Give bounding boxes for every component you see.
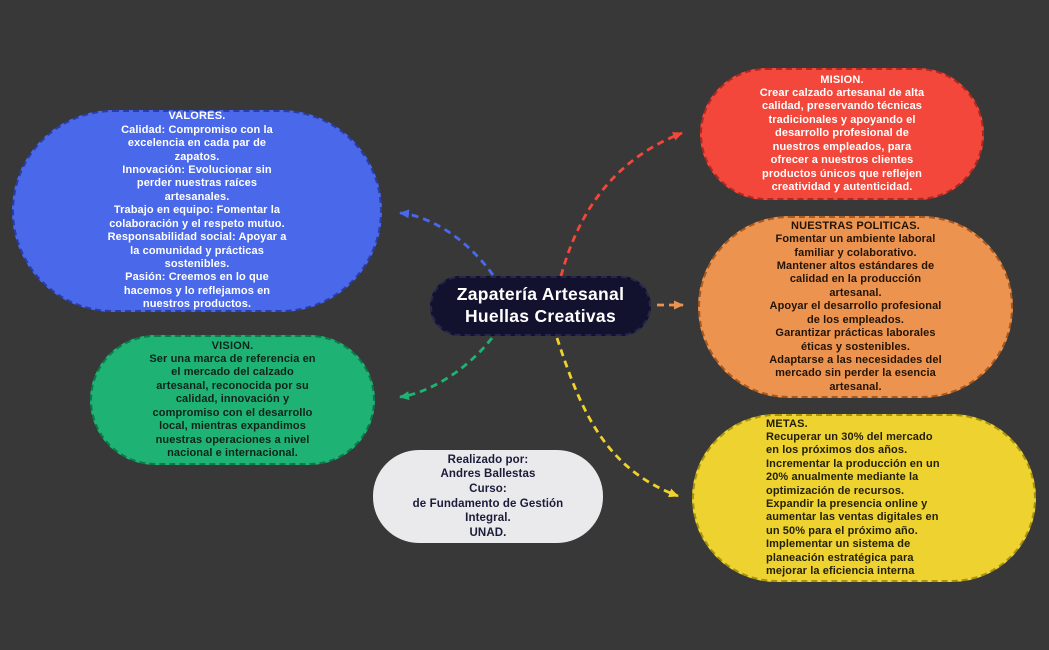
- node-vision-title: VISION.: [211, 339, 254, 352]
- node-vision-body: Ser una marca de referencia en el mercad…: [149, 353, 316, 459]
- node-valores[interactable]: VALORES. Calidad: Compromiso con la exce…: [12, 110, 382, 312]
- node-valores-body: Calidad: Compromiso con la excelencia en…: [107, 123, 287, 311]
- node-valores-title: VALORES.: [168, 110, 226, 123]
- node-metas-body: Recuperar un 30% del mercado en los próx…: [766, 430, 940, 578]
- center-topic-title: Zapatería Artesanal Huellas Creativas: [456, 284, 625, 326]
- node-mision-body: Crear calzado artesanal de alta calidad,…: [759, 87, 925, 193]
- node-credit[interactable]: Realizado por: Andres Ballestas Curso: d…: [373, 450, 603, 543]
- node-center-topic[interactable]: Zapatería Artesanal Huellas Creativas: [430, 276, 651, 336]
- connector-center-to-valores: [399, 209, 495, 276]
- node-mision[interactable]: MISION. Crear calzado artesanal de alta …: [700, 68, 984, 200]
- node-politicas[interactable]: NUESTRAS POLITICAS. Fomentar un ambiente…: [698, 216, 1013, 398]
- node-metas-title: METAS.: [766, 417, 808, 430]
- node-politicas-body: Fomentar un ambiente laboral familiar y …: [769, 233, 942, 393]
- node-mision-title: MISION.: [820, 73, 864, 86]
- connector-center-to-vision: [399, 337, 494, 401]
- node-metas[interactable]: METAS. Recuperar un 30% del mercado en l…: [692, 414, 1036, 582]
- node-politicas-title: NUESTRAS POLITICAS.: [790, 219, 921, 232]
- node-vision[interactable]: VISION. Ser una marca de referencia en e…: [90, 335, 375, 465]
- connector-center-to-mision: [559, 131, 683, 277]
- credit-body: Realizado por: Andres Ballestas Curso: d…: [412, 453, 564, 539]
